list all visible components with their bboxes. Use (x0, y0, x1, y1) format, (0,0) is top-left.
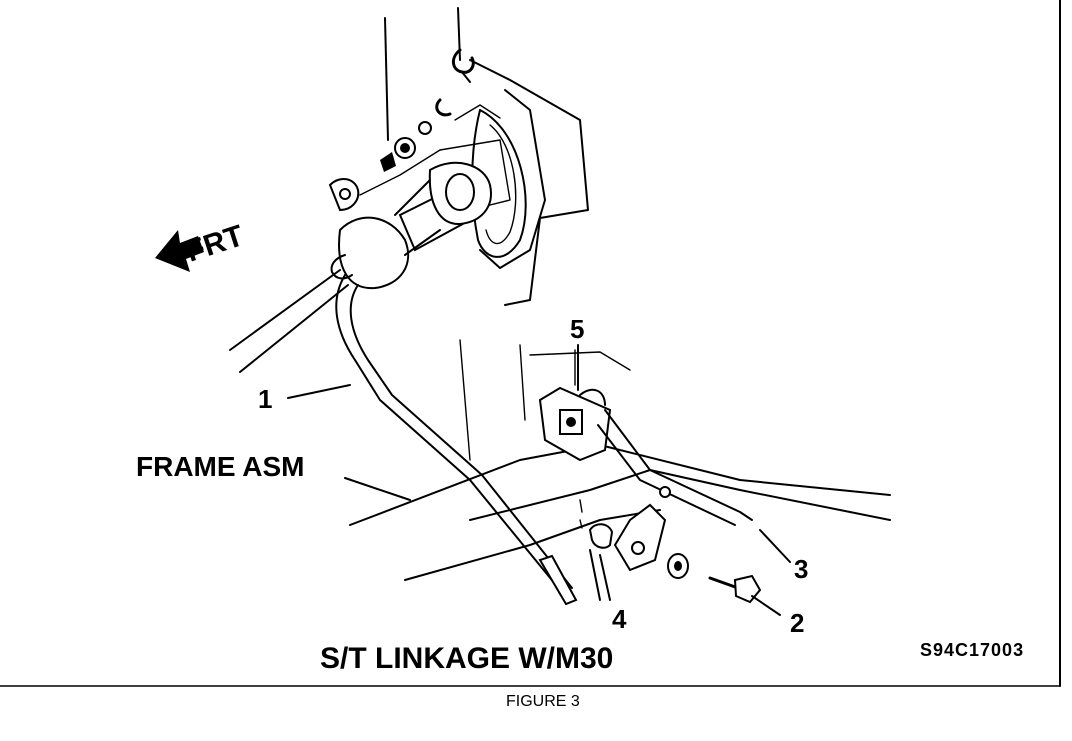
callout-5: 5 (570, 314, 584, 344)
diagram-caption: S/T LINKAGE W/M30 (320, 642, 613, 675)
front-label: FRT (182, 219, 248, 268)
slave-cylinder (328, 149, 492, 290)
figure-label: FIGURE 3 (506, 693, 580, 710)
frame-asm-label: FRAME ASM (136, 451, 305, 482)
figure-frame (0, 0, 1061, 687)
retaining-clip (579, 499, 614, 549)
callouts: 1 2 3 4 5 (258, 314, 808, 638)
front-arrow: FRT (155, 219, 248, 272)
transmission-housing (384, 7, 589, 306)
callout-2: 2 (790, 608, 804, 638)
callout-3: 3 (794, 554, 808, 584)
leader-lines (287, 344, 791, 616)
callout-4: 4 (612, 604, 627, 634)
front-arrow-icon (155, 230, 204, 272)
image-code: S94C17003 (920, 640, 1024, 660)
clip-and-washers (380, 48, 475, 172)
hydraulic-line (229, 269, 578, 606)
callout-1: 1 (258, 384, 272, 414)
shift-rod (597, 409, 753, 572)
linkage-bracket (538, 349, 612, 462)
bolt-and-washer (667, 553, 762, 604)
